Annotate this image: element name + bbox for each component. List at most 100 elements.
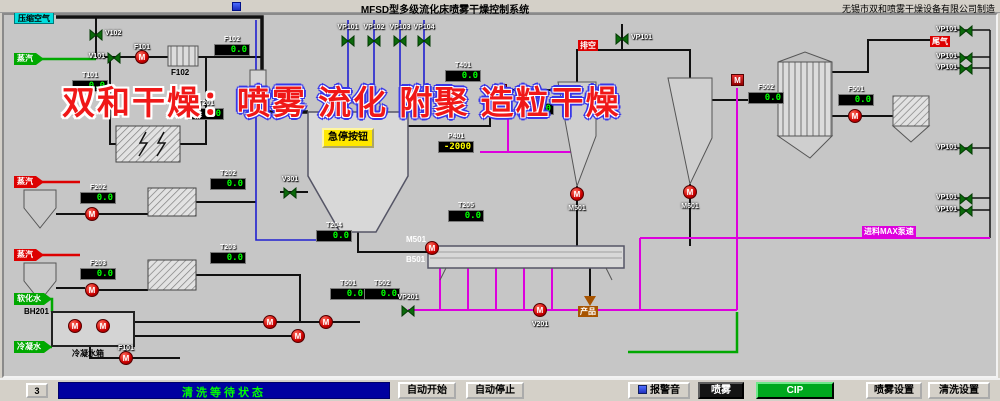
valve-icon[interactable]: VP104 [413,24,435,48]
fluid-bed[interactable] [427,245,625,281]
page-number-button[interactable]: 3 [26,383,48,398]
feed-hopper-2[interactable] [23,262,57,302]
display-value: 0.0 [838,94,874,106]
emergency-stop-button[interactable]: 急停按钮 [322,128,374,148]
steam-pipes [40,180,80,257]
label-进料MAX泵速: 进料MAX泵速 [862,226,916,237]
display-tag: T401 [455,62,471,69]
display-value: 0.0 [330,288,366,300]
status-text: 清洗等待状态 [182,387,266,399]
display-value: 0.0 [316,230,352,242]
display-tag: T204 [326,222,342,229]
exhaust-scrubber[interactable] [891,95,931,143]
page-title: MFSD型多级流化床喷雾干燥控制系统 [360,5,530,16]
pump-icon[interactable]: M [291,329,305,343]
valve-icon[interactable]: VP101 [936,204,973,218]
label-B501: B501 [406,255,426,264]
pump-icon[interactable]: M [68,319,82,333]
valve-icon[interactable]: VP102 [363,24,385,48]
valve-icon[interactable]: V101 [89,51,121,65]
label-产品: 产品 [578,306,598,317]
inlet-air-filter[interactable] [167,45,199,67]
condensate-tank[interactable] [51,311,135,347]
pump-icon[interactable]: M [85,207,99,221]
source-label: 蒸汽 [14,249,44,261]
cyclone-1[interactable] [557,81,597,188]
display-tag: P401 [447,133,465,140]
equipment-tag: F101 [134,44,150,51]
display-tag: T502 [374,280,390,287]
valve-icon[interactable]: VP101 [936,142,973,156]
alarm-sound-icon [638,384,647,394]
buffer-vessel[interactable] [249,69,267,101]
source-label: 压缩空气 [14,12,54,24]
pump-icon[interactable]: M [848,109,862,123]
valve-icon[interactable]: VP101 [936,62,973,76]
equipment-tag: VP103 [389,24,411,31]
source-label: 冷凝水 [14,341,52,353]
steam-heater-1[interactable] [147,187,197,217]
valve-icon[interactable]: VP201 [397,294,419,318]
auto-start-button[interactable]: 自动开始 [398,382,456,399]
pump-icon[interactable]: M [319,315,333,329]
clean-settings-button[interactable]: 清洗设置 [928,382,990,399]
cip-button[interactable]: CIP [756,382,834,399]
display-P401: P401-2000 [438,133,474,153]
display-tag: T201 [198,100,214,107]
display-value: 0.0 [80,268,116,280]
source-label: 蒸汽 [14,53,44,65]
alarm-sound-label: 报警音 [650,384,680,396]
valve-icon[interactable]: VP101 [936,51,973,65]
display-tag: T501 [340,280,356,287]
display-tag: T101 [82,72,98,79]
main-air-duct [56,15,308,114]
equipment-tag: VP201 [397,294,419,301]
display-tag: F401 [528,95,544,102]
bag-filter[interactable] [776,51,834,159]
electric-heater[interactable] [115,125,181,163]
display-tag: T203 [220,244,236,251]
pump-icon[interactable]: M [263,315,277,329]
valve-icon[interactable]: VP101 [936,192,973,206]
display-value: 0.0 [748,92,784,104]
valve-icon[interactable]: V102 [89,28,121,42]
app-icon [232,2,241,11]
alarm-sound-button[interactable]: 报警音 [628,382,690,399]
display-value: 0.0 [518,103,554,115]
valve-icon[interactable]: VP101 [337,24,359,48]
pump-icon[interactable]: M [85,283,99,297]
spray-settings-button[interactable]: 喷雾设置 [866,382,922,399]
valve-icon[interactable]: VP103 [389,24,411,48]
equipment-tag: VP102 [363,24,385,31]
display-tag: F102 [224,36,240,43]
steam-heater-2[interactable] [147,259,197,291]
label-排空: 排空 [578,40,598,51]
display-value: 0.0 [80,192,116,204]
pump-icon[interactable]: M [96,319,110,333]
equipment-tag: V301 [281,176,299,183]
feed-hopper-1[interactable] [23,189,57,229]
motor-valve-icon[interactable]: M [731,74,744,86]
cyclone-2[interactable] [667,77,713,186]
valve-icon[interactable]: VP101 [936,24,973,38]
valve-icon[interactable]: V301 [282,176,298,200]
equipment-tag: V101 [88,53,105,60]
valve-icon[interactable]: VP101 [615,32,652,46]
pump-icon[interactable]: M [425,241,439,255]
auto-stop-button[interactable]: 自动停止 [466,382,524,399]
motor-valve-icon[interactable]: M [494,84,507,96]
spray-button[interactable]: 喷雾 [698,382,744,399]
equipment-tag: V102 [105,30,122,37]
